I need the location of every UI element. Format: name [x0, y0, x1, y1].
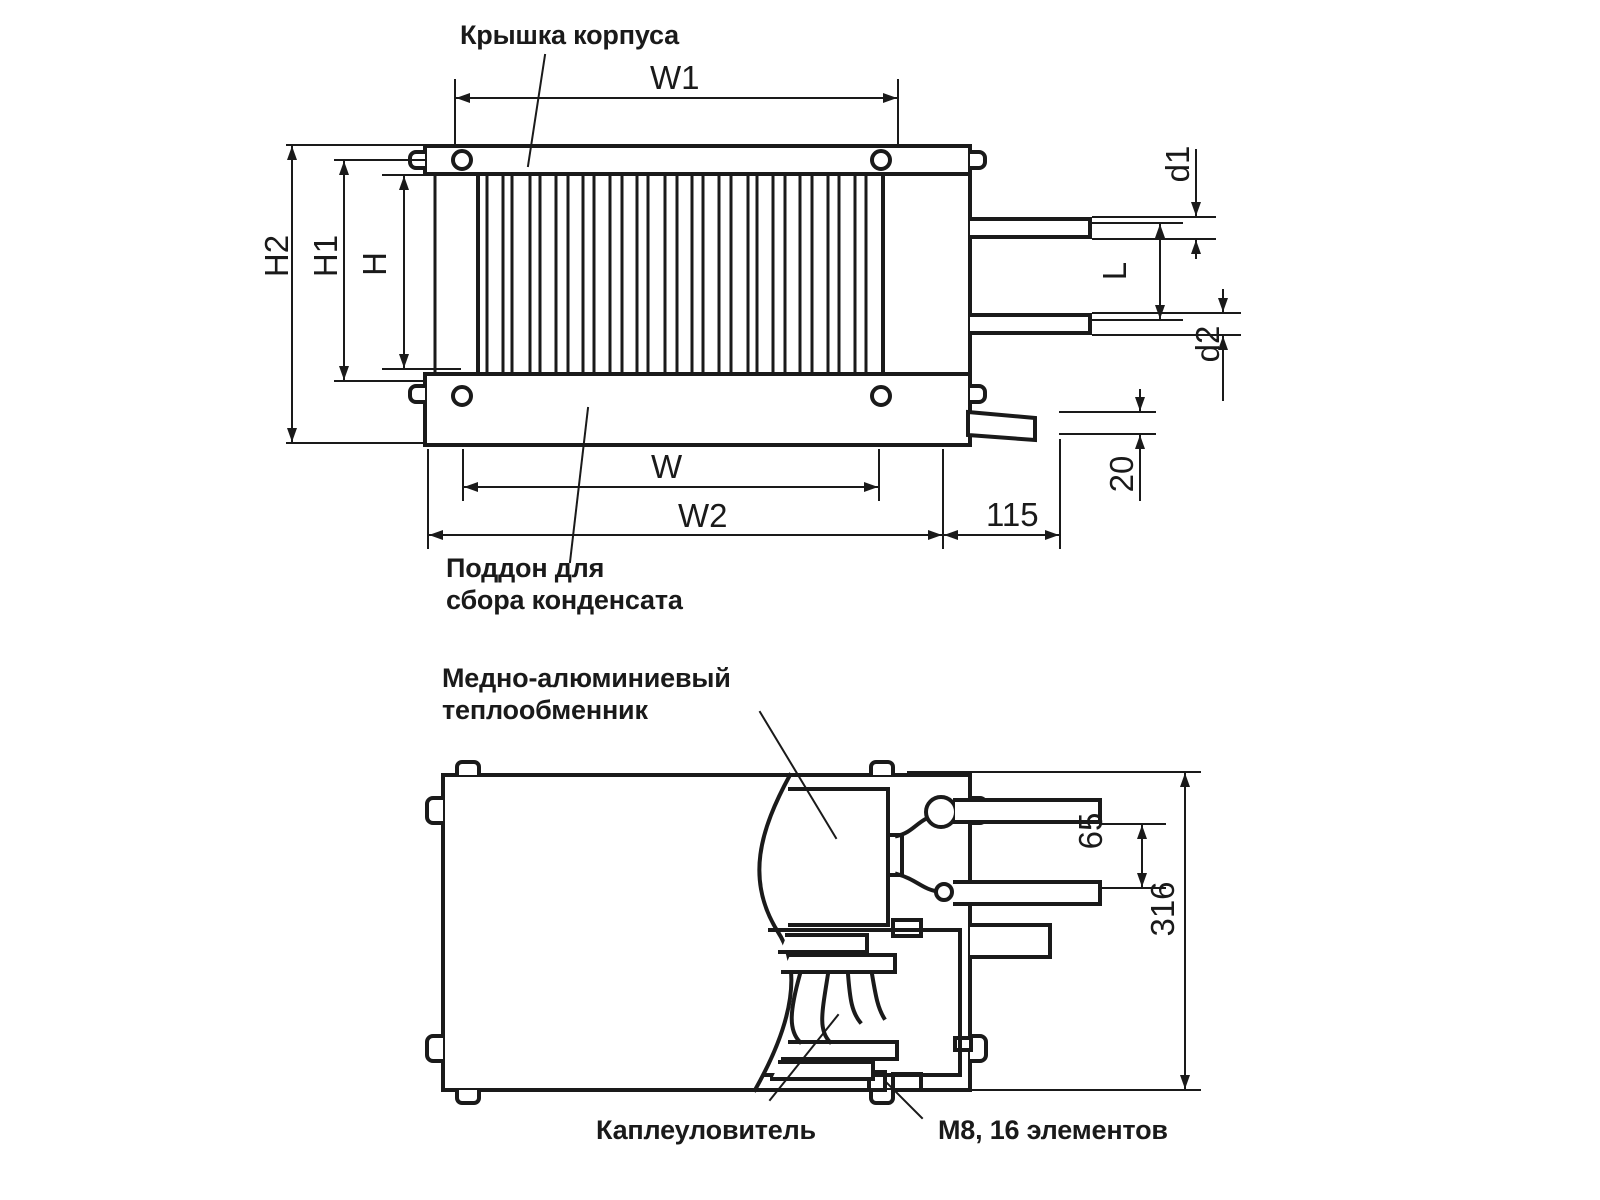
dimension-d2-label: d2: [1189, 325, 1226, 363]
callout-bolts-label: M8, 16 элементов: [938, 1115, 1168, 1145]
callout-droplet-eliminator-label: Каплеуловитель: [596, 1115, 816, 1145]
dimension-h2-label: H2: [258, 234, 295, 278]
side-view-dimension-lines: [907, 771, 1201, 1091]
callout-heat-exchanger-label: Медно-алюминиевый теплообменник: [442, 663, 731, 725]
side-view-geometry: [425, 760, 1102, 1105]
dimension-w-label: W: [651, 448, 683, 485]
front-view-geometry: [408, 144, 1092, 447]
dimension-w2-label: W2: [678, 497, 728, 534]
side-view-leaders: [758, 710, 924, 1120]
dimension-d1-label: d1: [1159, 145, 1196, 183]
front-view-dimension-lines: [286, 79, 1241, 549]
dimension-316-label: 316: [1144, 881, 1181, 937]
dimension-h-label: H: [356, 252, 393, 276]
dimension-115-label: 115: [986, 496, 1039, 533]
dimension-w1-label: W1: [650, 59, 700, 96]
callout-cover-label: Крышка корпуса: [460, 20, 679, 50]
callout-condensate-tray-label: Поддон для сбора конденсата: [446, 553, 683, 615]
dimension-65-label: 65: [1072, 812, 1109, 850]
dimension-l-label: L: [1096, 261, 1133, 281]
front-view-leaders: [526, 53, 590, 564]
dimension-20-label: 20: [1103, 455, 1140, 493]
dimension-h1-label: H1: [307, 234, 344, 278]
